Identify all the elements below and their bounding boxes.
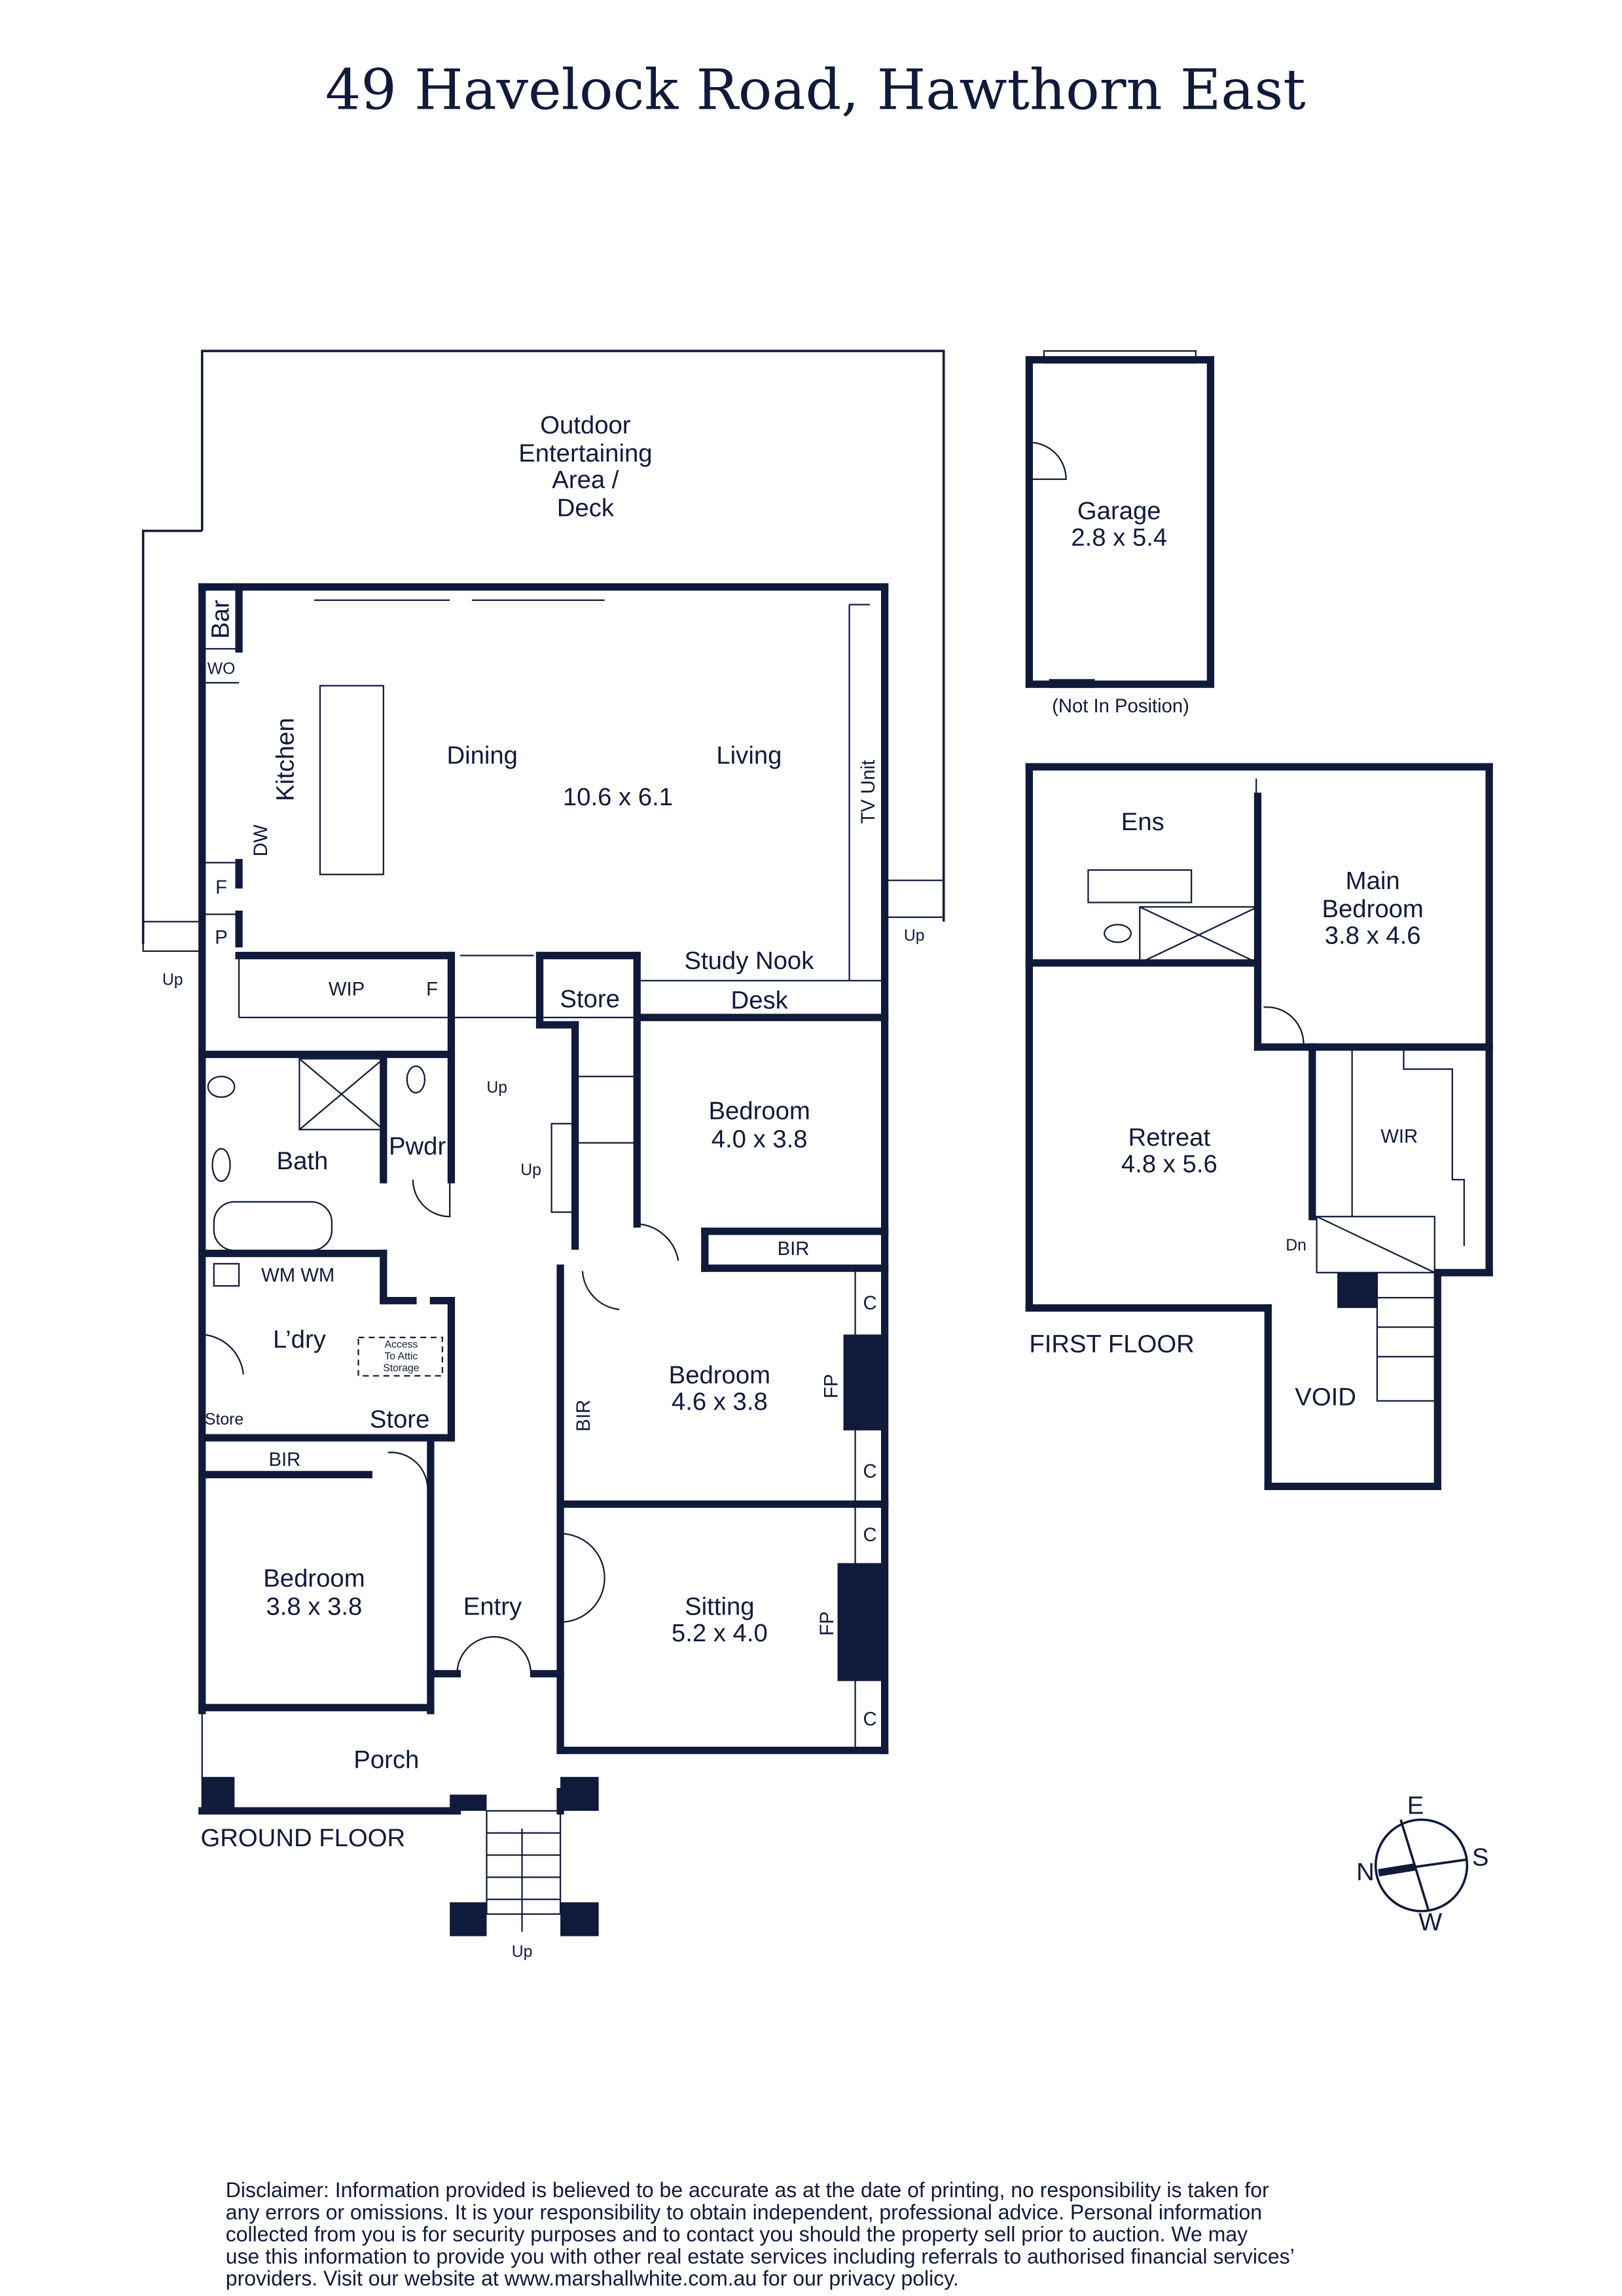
- first-floor-label: FIRST FLOOR: [1029, 1330, 1194, 1358]
- compass-north: N: [1356, 1858, 1375, 1886]
- up-label: Up: [904, 927, 925, 945]
- garage-note: (Not In Position): [1052, 695, 1189, 717]
- first-floor-walls: [1025, 763, 1493, 1491]
- page-title: 49 Havelock Road, Hawthorn East: [325, 58, 1306, 123]
- attic-access-label: Storage: [383, 1363, 419, 1374]
- laundry-label: L’dry: [273, 1326, 327, 1354]
- washing-machine-label: WM WM: [261, 1264, 334, 1286]
- entry-label: Entry: [463, 1592, 522, 1620]
- ensuite-label: Ens: [1121, 808, 1164, 836]
- tv-unit-label: TV Unit: [857, 760, 879, 824]
- up-label: Up: [486, 1079, 507, 1097]
- disclaimer-line: use this information to provide you with…: [226, 2244, 1295, 2268]
- kitchen-label: Kitchen: [271, 718, 299, 801]
- disclaimer-line: collected from you is for security purpo…: [226, 2223, 1248, 2246]
- study-nook-label: Study Nook: [684, 947, 814, 975]
- ground-floor-walls: [142, 583, 945, 1937]
- porch-label: Porch: [353, 1746, 419, 1774]
- powder-label: Pwdr: [389, 1133, 446, 1161]
- pantry-label: P: [215, 927, 228, 949]
- main-bedroom-size: 3.8 x 4.6: [1325, 922, 1421, 950]
- compass-icon: N E S W: [1356, 1791, 1488, 1936]
- garage: Garage 2.8 x 5.4 (Not In Position): [1025, 350, 1215, 717]
- bedroom-size: 4.6 x 3.8: [672, 1387, 768, 1415]
- store-label: Store: [560, 985, 620, 1013]
- store-label: Store: [370, 1405, 430, 1433]
- bir-label: BIR: [268, 1449, 300, 1470]
- deck-outline: [141, 350, 945, 944]
- main-bedroom-name: Main: [1346, 867, 1400, 895]
- bath-label: Bath: [277, 1147, 329, 1175]
- bir-label: BIR: [778, 1238, 810, 1260]
- desk-label: Desk: [731, 987, 789, 1015]
- cupboard-label: C: [863, 1461, 877, 1482]
- bedroom-name: Bedroom: [708, 1097, 810, 1125]
- fireplace-label: FP: [816, 1611, 838, 1635]
- bedroom-name: Bedroom: [669, 1361, 770, 1389]
- store-label: Store: [205, 1411, 243, 1429]
- living-label: Living: [716, 742, 782, 770]
- attic-access-label: To Attic: [384, 1351, 418, 1362]
- compass-south: S: [1472, 1843, 1489, 1871]
- retreat-name: Retreat: [1128, 1123, 1211, 1152]
- void-label: VOID: [1295, 1383, 1356, 1412]
- svg-text:Outdoor: Outdoor: [540, 411, 631, 439]
- up-label: Up: [512, 1943, 533, 1961]
- cupboard-label: C: [863, 1524, 877, 1546]
- bir-label: BIR: [573, 1400, 594, 1432]
- compass-east: E: [1407, 1791, 1424, 1819]
- sitting-size: 5.2 x 4.0: [672, 1619, 768, 1647]
- up-label: Up: [520, 1161, 541, 1179]
- cupboard-label: C: [863, 1292, 877, 1314]
- ground-floor-labels: Bar WO Kitchen DW F P Dining Living 10.6…: [162, 600, 925, 1961]
- bedroom-name: Bedroom: [263, 1565, 365, 1593]
- compass-west: W: [1418, 1908, 1442, 1936]
- wall-oven-label: WO: [207, 660, 236, 678]
- up-label: Up: [162, 972, 183, 989]
- cupboard-label: C: [863, 1708, 877, 1730]
- disclaimer-line: any errors or omissions. It is your resp…: [226, 2200, 1262, 2224]
- ground-floor-label: GROUND FLOOR: [201, 1824, 406, 1852]
- first-floor-labels: Ens Main Bedroom 3.8 x 4.6 Retreat 4.8 x…: [1029, 808, 1423, 1411]
- disclaimer-line: Disclaimer: Information provided is beli…: [226, 2178, 1269, 2202]
- svg-text:Deck: Deck: [557, 494, 615, 522]
- down-label: Dn: [1286, 1237, 1307, 1254]
- disclaimer: Disclaimer: Information provided is beli…: [226, 2178, 1295, 2290]
- outdoor-label: Outdoor Entertaining Area / Deck: [518, 411, 652, 522]
- wir-label: WIR: [1380, 1126, 1418, 1148]
- fireplace-label: FP: [821, 1374, 842, 1398]
- garage-size: 2.8 x 5.4: [1071, 523, 1167, 551]
- wip-fridge-label: F: [426, 978, 438, 1000]
- sitting-name: Sitting: [685, 1592, 754, 1620]
- fridge-label: F: [215, 877, 227, 898]
- bar-label: Bar: [206, 600, 234, 639]
- disclaimer-line: providers. Visit our website at www.mars…: [226, 2267, 959, 2290]
- retreat-size: 4.8 x 5.6: [1121, 1150, 1217, 1178]
- bedroom-size: 4.0 x 3.8: [712, 1125, 808, 1153]
- living-size: 10.6 x 6.1: [563, 783, 673, 811]
- wip-label: WIP: [329, 978, 365, 1000]
- svg-text:Entertaining: Entertaining: [518, 439, 652, 467]
- svg-text:Area /: Area /: [552, 466, 619, 494]
- attic-access-label: Access: [384, 1339, 418, 1351]
- dining-label: Dining: [446, 742, 518, 770]
- dishwasher-label: DW: [250, 824, 272, 856]
- main-bedroom-name: Bedroom: [1322, 895, 1423, 923]
- bedroom-size: 3.8 x 3.8: [266, 1592, 363, 1620]
- garage-name: Garage: [1077, 497, 1161, 525]
